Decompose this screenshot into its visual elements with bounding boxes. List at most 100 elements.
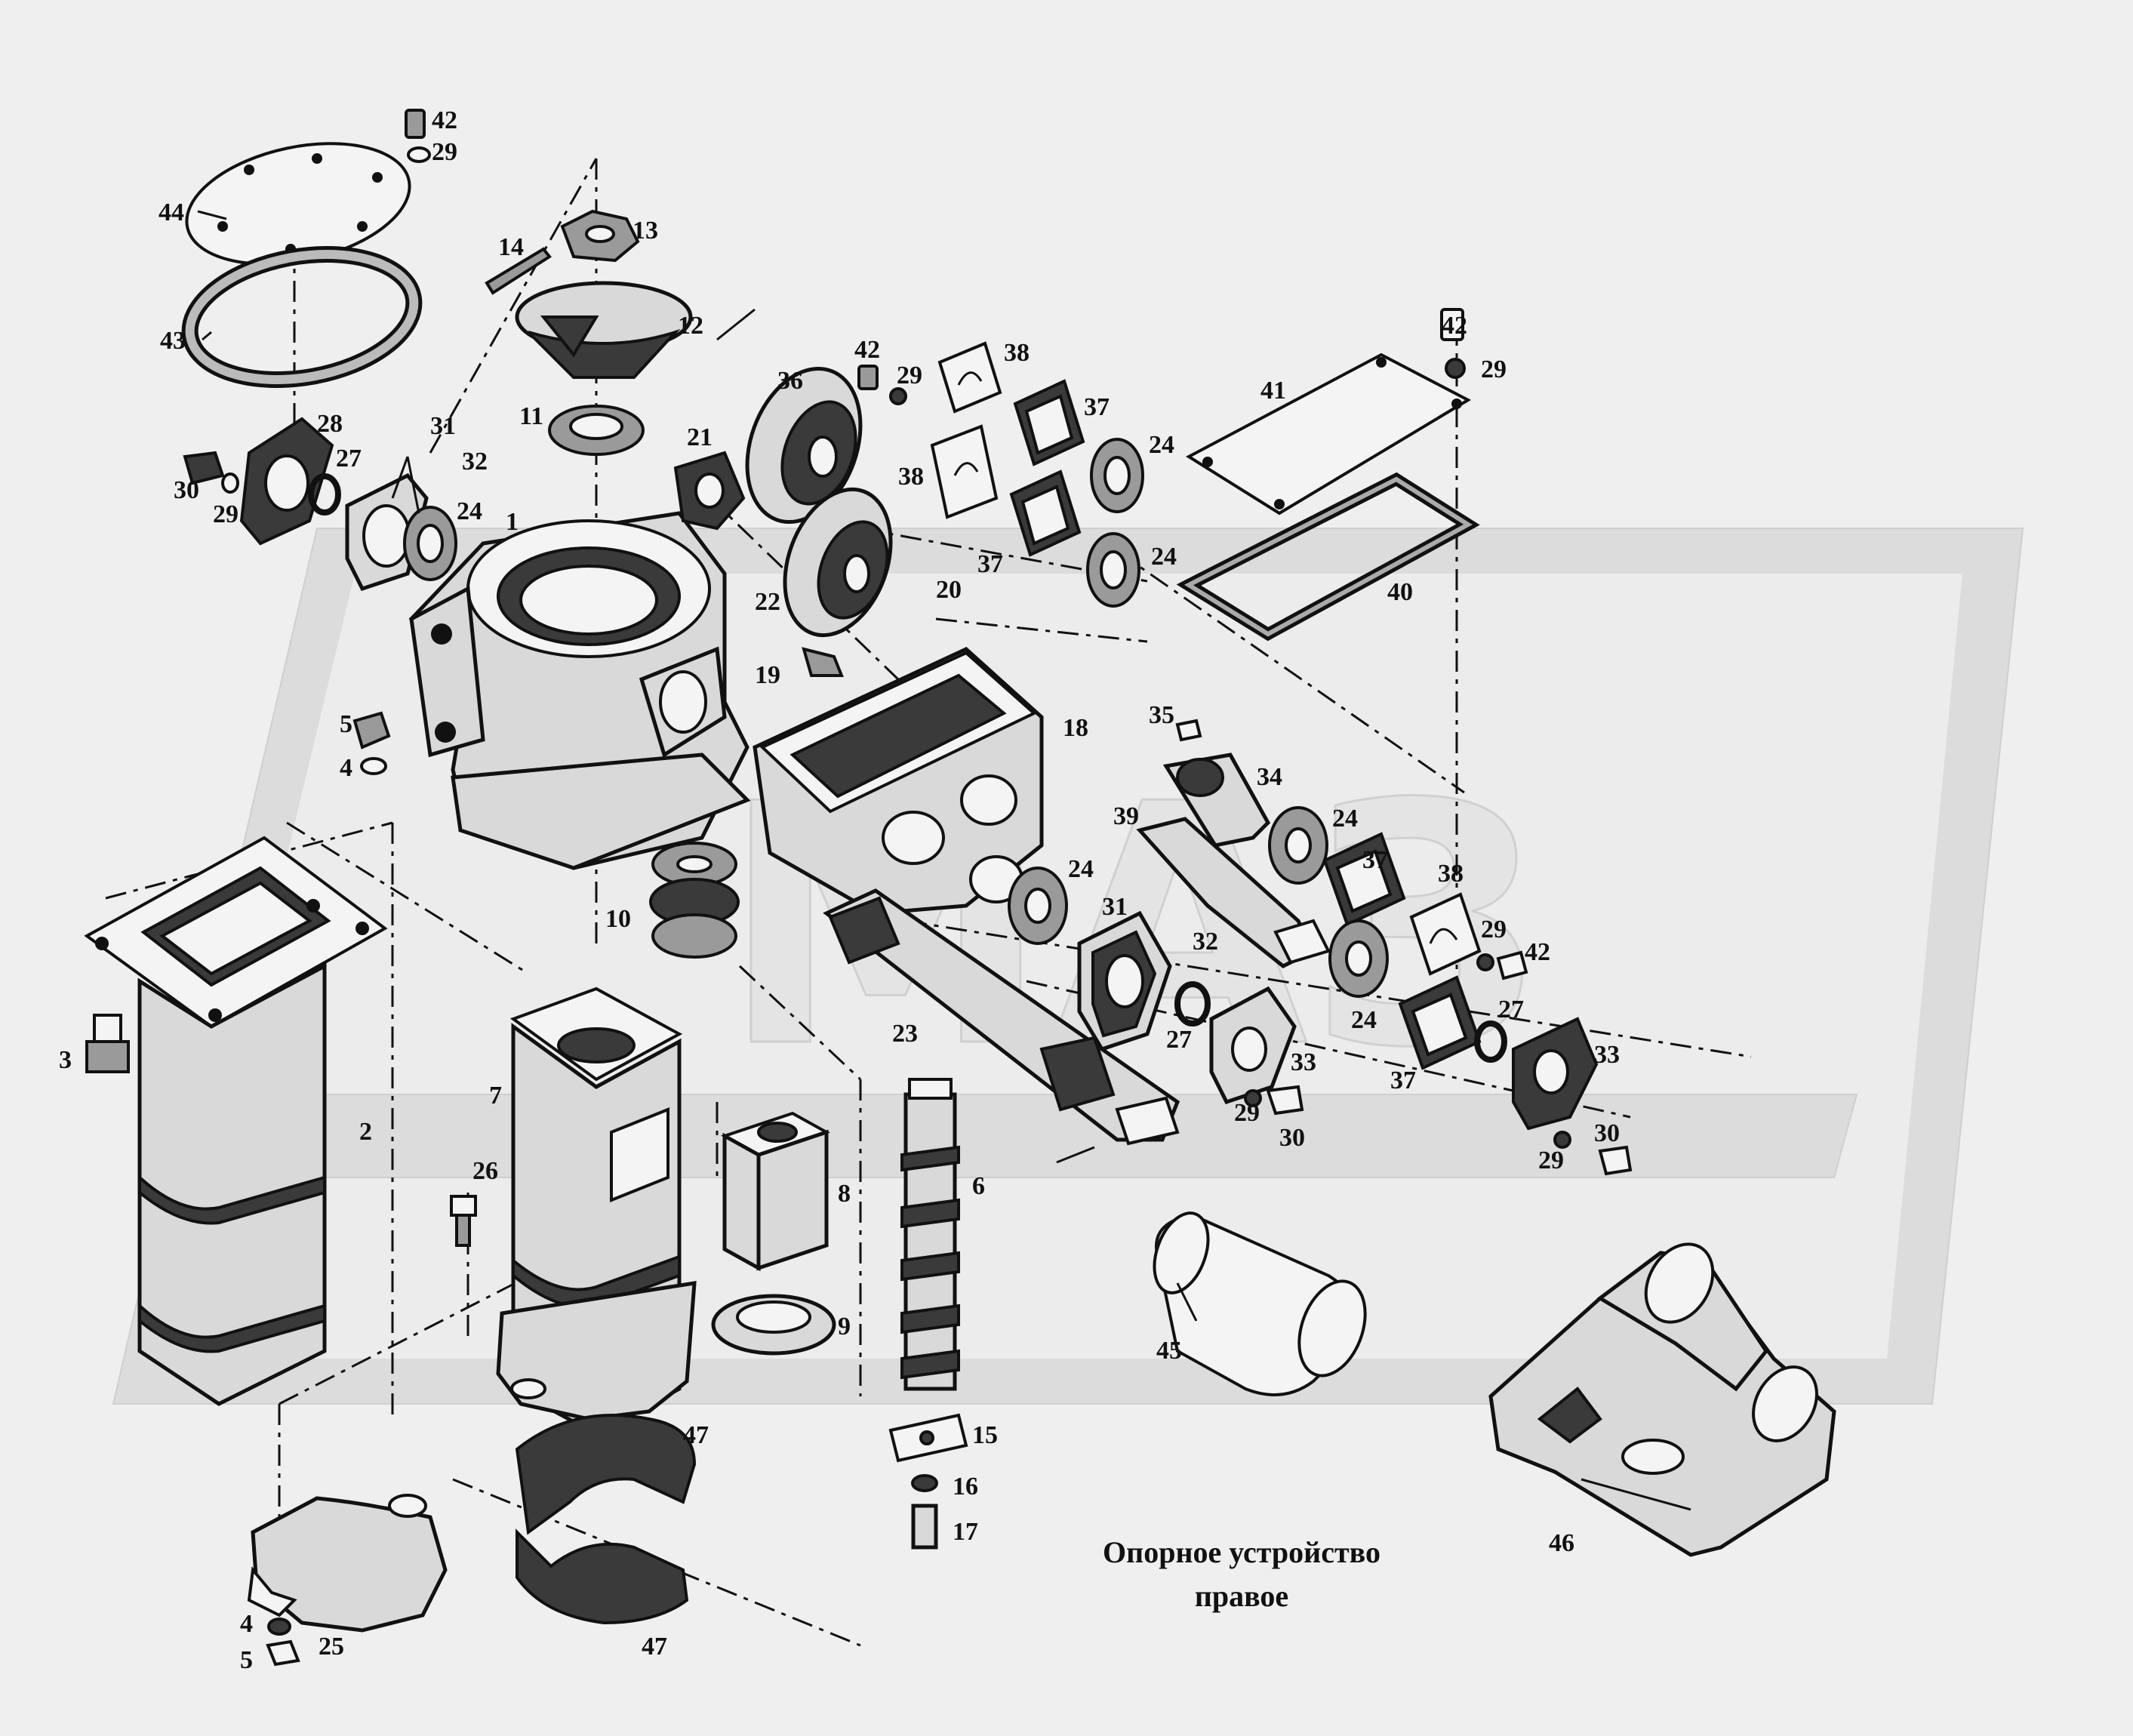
part-21-pinion-gear bbox=[673, 451, 746, 531]
caption: Опорное устройство правое bbox=[1103, 1535, 1380, 1613]
callout-4: 4 bbox=[340, 754, 352, 782]
callout-16: 16 bbox=[953, 1473, 978, 1501]
part-27-ring-right bbox=[1474, 1020, 1507, 1063]
callout-24: 24 bbox=[1151, 543, 1177, 571]
caption-line-2: правое bbox=[1195, 1579, 1288, 1613]
part-2-outer-column bbox=[84, 836, 388, 1406]
callout-31: 31 bbox=[1102, 893, 1128, 921]
callout-28: 28 bbox=[317, 410, 343, 438]
part-23-splined-shaft bbox=[823, 888, 1180, 1146]
part-35-key bbox=[1175, 719, 1202, 742]
callout-38: 38 bbox=[1438, 860, 1464, 888]
callout-23: 23 bbox=[892, 1020, 918, 1048]
part-30-bolt-mid bbox=[1244, 1085, 1304, 1116]
part-13-castle-nut bbox=[560, 209, 640, 263]
part-24-bearing-mid bbox=[1008, 866, 1068, 945]
part-3-plug bbox=[85, 1014, 130, 1073]
callout-20: 20 bbox=[936, 576, 962, 604]
callout-12: 12 bbox=[678, 312, 703, 340]
part-8-slider-block bbox=[721, 1111, 830, 1272]
part-26-bolt bbox=[450, 1195, 477, 1247]
callout-30: 30 bbox=[1279, 1124, 1305, 1152]
part-42-bolt-right bbox=[1476, 950, 1528, 980]
callout-22: 22 bbox=[755, 588, 780, 616]
callout-13: 13 bbox=[633, 217, 658, 245]
callout-29: 29 bbox=[1234, 1099, 1260, 1127]
part-5-nut-upper bbox=[352, 711, 391, 749]
callout-42: 42 bbox=[432, 106, 457, 134]
callout-24: 24 bbox=[1149, 431, 1174, 459]
callout-18: 18 bbox=[1063, 714, 1088, 742]
callout-27: 27 bbox=[336, 445, 362, 472]
callout-44: 44 bbox=[159, 199, 184, 226]
callout-37: 37 bbox=[977, 550, 1003, 578]
part-19-bolt bbox=[802, 647, 844, 677]
part-41-top-cover bbox=[1185, 352, 1472, 516]
part-43-gasket bbox=[181, 246, 423, 388]
leader-lines bbox=[197, 210, 1691, 1511]
callout-37: 37 bbox=[1084, 393, 1110, 421]
part-37-gasket-upper-a bbox=[1013, 379, 1085, 466]
part-39-shaft bbox=[1136, 817, 1331, 968]
callout-4: 4 bbox=[240, 1610, 253, 1638]
callout-29: 29 bbox=[1481, 356, 1507, 383]
part-38-cover-upper-b bbox=[930, 424, 999, 519]
part-24-bearing-right-b bbox=[1328, 919, 1389, 998]
part-31-housing-right bbox=[1077, 910, 1172, 1052]
part-46-support-base bbox=[1488, 1242, 1836, 1557]
callout-32: 32 bbox=[462, 448, 488, 476]
part-5-nut-lower bbox=[266, 1639, 300, 1667]
part-42-bolt-right-top bbox=[1440, 308, 1466, 379]
part-11-bearing bbox=[548, 405, 645, 456]
callout-24: 24 bbox=[1068, 855, 1094, 883]
callout-31: 31 bbox=[430, 412, 456, 440]
callout-labels: 42 29 44 13 14 12 43 11 28 31 21 27 32 3… bbox=[59, 106, 1620, 1674]
part-1-main-housing bbox=[408, 511, 751, 870]
callout-47: 47 bbox=[683, 1421, 709, 1449]
callout-33: 33 bbox=[1594, 1041, 1620, 1069]
callout-37: 37 bbox=[1390, 1067, 1416, 1094]
watermark-logo: МАЗ bbox=[112, 528, 2024, 1405]
callout-7: 7 bbox=[489, 1082, 502, 1110]
callout-25: 25 bbox=[319, 1633, 344, 1661]
part-38-cover-right bbox=[1409, 892, 1482, 976]
part-10-thrust-bearing bbox=[649, 842, 740, 959]
part-18-gear-housing bbox=[753, 647, 1044, 916]
part-37-gasket-right-a bbox=[1322, 832, 1406, 927]
callout-29: 29 bbox=[432, 138, 457, 166]
callout-36: 36 bbox=[777, 367, 803, 395]
part-16-washer bbox=[911, 1474, 938, 1492]
callout-27: 27 bbox=[1166, 1026, 1192, 1054]
part-15-lock-plate bbox=[888, 1413, 968, 1463]
part-36-gear bbox=[745, 366, 863, 525]
part-47-bushing-lower bbox=[516, 1528, 689, 1625]
callout-1: 1 bbox=[506, 508, 519, 536]
callout-24: 24 bbox=[1332, 805, 1358, 833]
part-38-cover-upper-a bbox=[937, 341, 1002, 414]
callout-8: 8 bbox=[838, 1180, 851, 1208]
callout-26: 26 bbox=[472, 1157, 498, 1185]
part-40-gasket bbox=[1176, 472, 1480, 642]
callout-19: 19 bbox=[755, 661, 780, 689]
callout-40: 40 bbox=[1387, 578, 1413, 606]
callout-29: 29 bbox=[897, 362, 922, 389]
part-45-sleeve bbox=[1153, 1211, 1367, 1396]
part-27-ring-left bbox=[308, 473, 341, 516]
part-27-ring-mid bbox=[1174, 981, 1211, 1027]
part-14-cotter-pin bbox=[485, 247, 552, 295]
callout-3: 3 bbox=[59, 1046, 72, 1074]
callout-6: 6 bbox=[972, 1172, 985, 1200]
callout-46: 46 bbox=[1549, 1529, 1574, 1557]
callout-43: 43 bbox=[160, 327, 186, 355]
part-37-gasket-upper-b bbox=[1009, 469, 1082, 557]
part-24-bearing-left bbox=[403, 506, 457, 581]
callout-21: 21 bbox=[687, 423, 713, 451]
callout-37: 37 bbox=[1362, 846, 1388, 874]
part-12-bevel-gear bbox=[515, 281, 693, 379]
callout-42: 42 bbox=[854, 336, 880, 364]
callout-29: 29 bbox=[1538, 1147, 1564, 1174]
part-30-bolt-left bbox=[183, 451, 239, 494]
part-17-bolt bbox=[911, 1504, 938, 1550]
part-4-washer-lower bbox=[267, 1617, 291, 1636]
